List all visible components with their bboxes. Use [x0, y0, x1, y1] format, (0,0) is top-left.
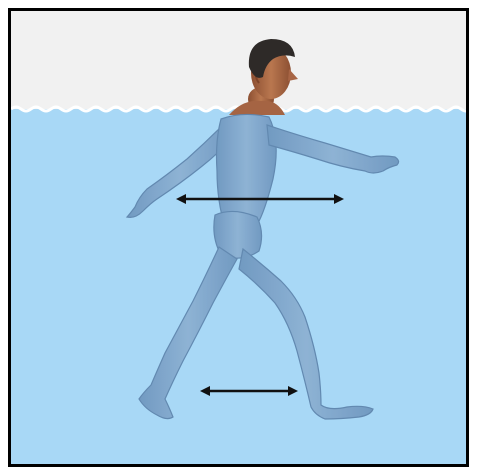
- walking-in-water-illustration: [11, 11, 466, 464]
- figure-frame: [8, 8, 469, 467]
